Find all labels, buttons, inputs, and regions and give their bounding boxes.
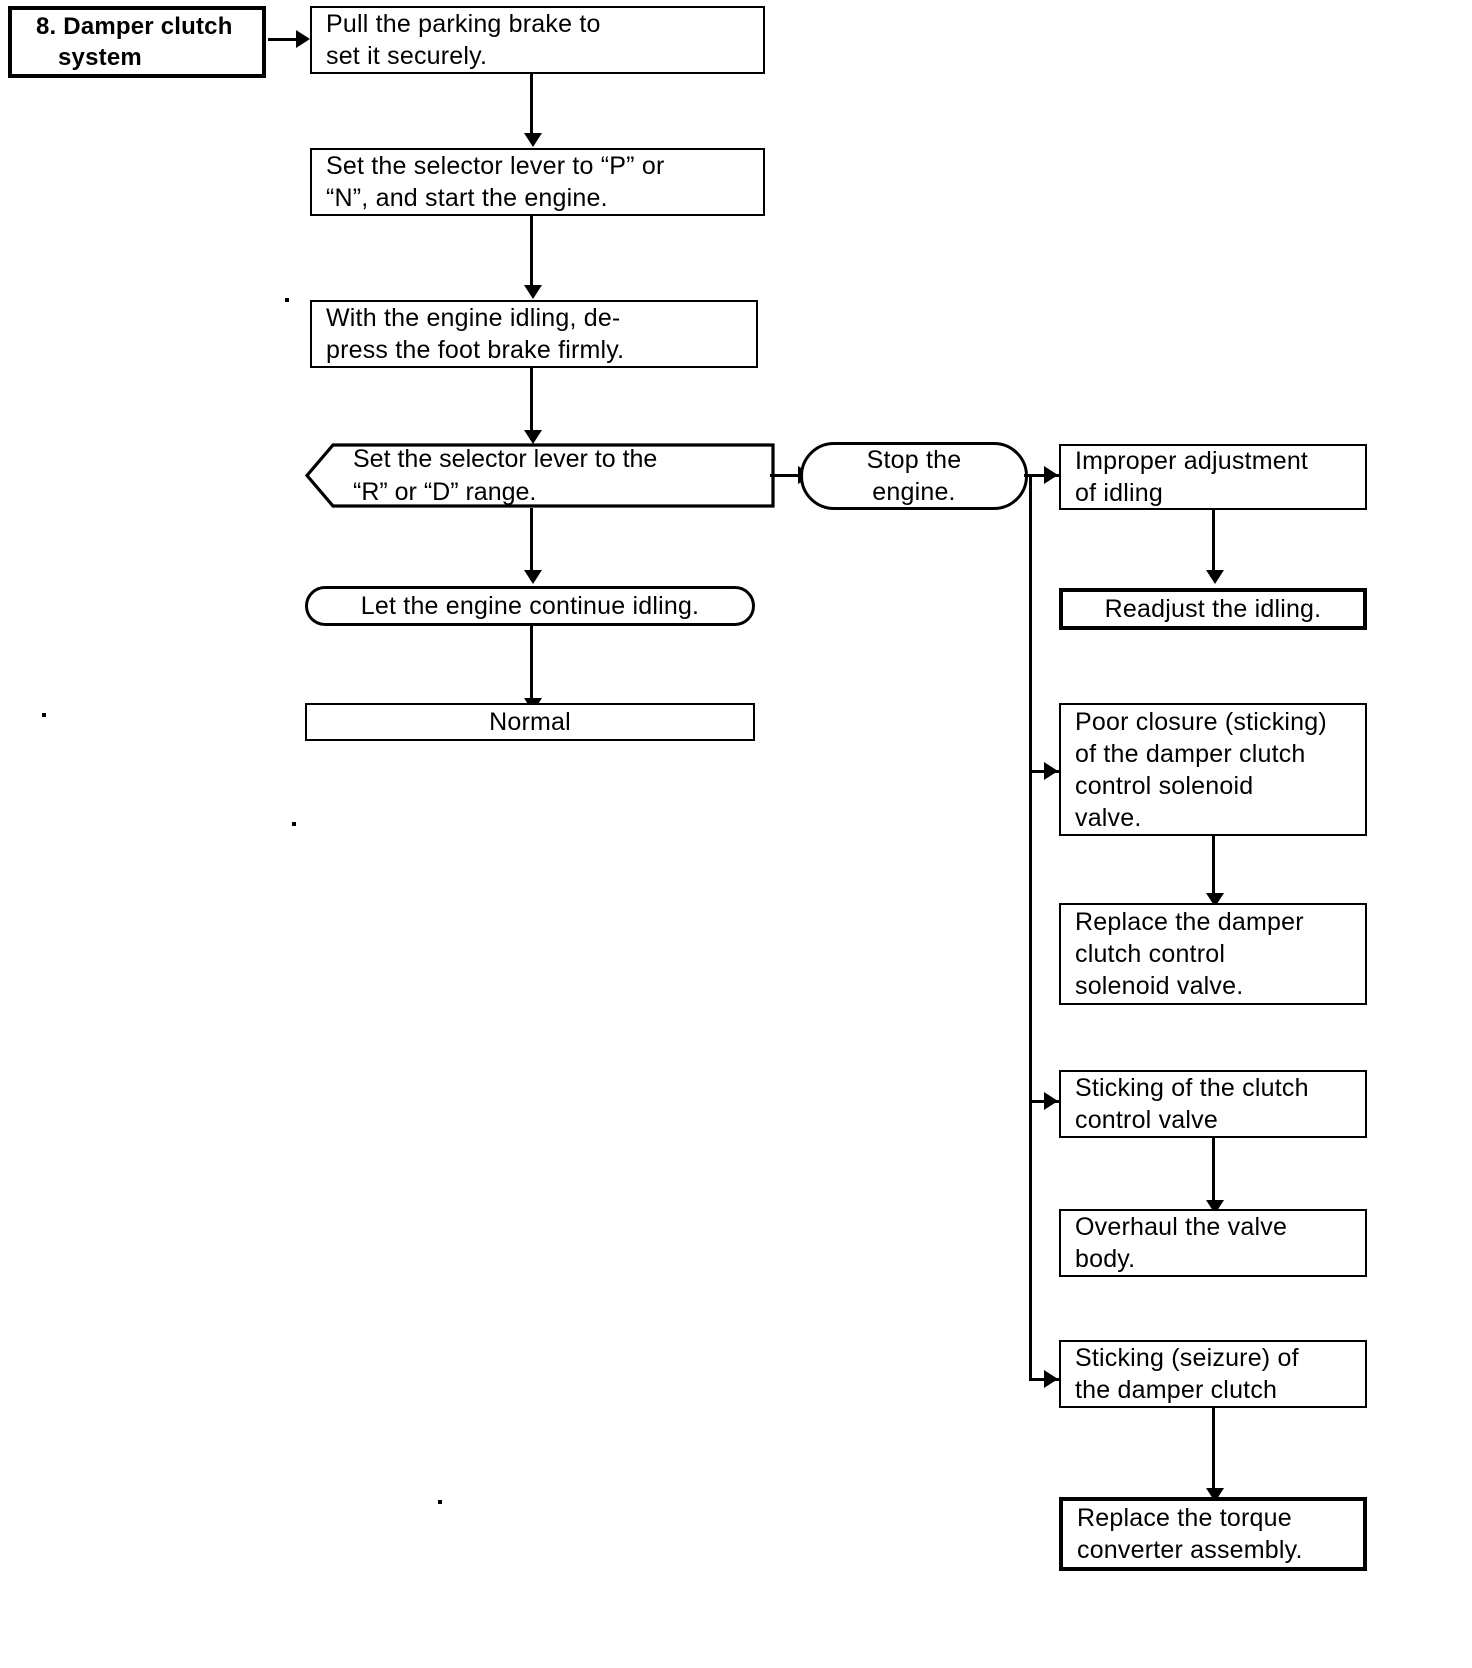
connector-step3-to-step4 xyxy=(530,368,533,440)
scan-speck-left-upper xyxy=(285,298,289,302)
step-set-selector-p-n: Set the selector lever to “P” or “N”, an… xyxy=(310,148,765,216)
arrowhead-title-to-step1 xyxy=(296,30,310,48)
arrowhead-step1-to-step2 xyxy=(524,133,542,147)
result-normal-text: Normal xyxy=(489,708,571,736)
remedy-replace-torque-converter: Replace the torque converter assembly. xyxy=(1059,1497,1367,1571)
diagram-title-line2: system xyxy=(58,44,142,71)
remedy-readjust-the-idling: Readjust the idling. xyxy=(1059,588,1367,630)
connector-step5-to-normal xyxy=(530,626,533,708)
arrowhead-step4-to-step5 xyxy=(524,570,542,584)
connector-cause3-to-remedy3 xyxy=(1212,1138,1215,1208)
remedy-replace-solenoid-valve: Replace the damper clutch control soleno… xyxy=(1059,903,1367,1005)
arrowhead-bus-to-cause3 xyxy=(1044,1092,1058,1110)
arrowhead-cause1-to-remedy1 xyxy=(1206,570,1224,584)
fault-sticking-clutch-control-valve-text: Sticking of the clutch control valve xyxy=(1075,1074,1309,1134)
step-set-selector-r-d: Set the selector lever to the “R” or “D”… xyxy=(305,443,775,508)
connector-title-to-step1 xyxy=(268,38,302,41)
scan-speck-mid-upper xyxy=(292,822,296,826)
step-stop-engine: Stop the engine. xyxy=(800,442,1028,510)
step-engine-idling-foot-brake-text: With the engine idling, de- press the fo… xyxy=(326,304,625,364)
step-set-selector-p-n-text: Set the selector lever to “P” or “N”, an… xyxy=(326,152,665,212)
connector-cause2-to-remedy2 xyxy=(1212,836,1215,900)
step-pull-parking-brake: Pull the parking brake to set it securel… xyxy=(310,6,765,74)
connector-cause4-to-remedy4 xyxy=(1212,1408,1215,1496)
arrowhead-step2-to-step3 xyxy=(524,285,542,299)
diagram-title-text: 8. Damper clutch system xyxy=(26,0,254,104)
diagram-title-line1: 8. Damper clutch xyxy=(36,12,233,40)
remedy-replace-solenoid-valve-text: Replace the damper clutch control soleno… xyxy=(1075,908,1304,1000)
step-pull-parking-brake-text: Pull the parking brake to set it securel… xyxy=(326,10,601,70)
connector-step4-to-step5 xyxy=(530,508,533,580)
scan-speck-mid-lower xyxy=(438,1500,442,1504)
scan-speck-left-lower xyxy=(42,713,46,717)
fault-poor-closure-solenoid-valve-text: Poor closure (sticking) of the damper cl… xyxy=(1075,707,1327,832)
step-set-selector-r-d-text: Set the selector lever to the “R” or “D”… xyxy=(353,445,658,506)
fault-improper-adjustment-of-idling: Improper adjustment of idling xyxy=(1059,444,1367,510)
step-set-selector-r-d-label: Set the selector lever to the “R” or “D”… xyxy=(305,443,775,508)
fault-poor-closure-solenoid-valve: Poor closure (sticking) of the damper cl… xyxy=(1059,703,1367,836)
arrowhead-bus-to-cause1 xyxy=(1044,466,1058,484)
fault-sticking-clutch-control-valve: Sticking of the clutch control valve xyxy=(1059,1070,1367,1138)
arrowhead-bus-to-cause2 xyxy=(1044,762,1058,780)
fault-improper-adjustment-of-idling-text: Improper adjustment of idling xyxy=(1075,447,1309,507)
connector-cause1-to-remedy1 xyxy=(1212,510,1215,578)
remedy-readjust-the-idling-text: Readjust the idling. xyxy=(1104,595,1322,623)
hexagon-outline-icon xyxy=(305,443,775,508)
diagram-title-box: 8. Damper clutch system xyxy=(8,6,266,78)
result-normal: Normal xyxy=(305,703,755,741)
connector-step2-to-step3 xyxy=(530,216,533,294)
arrowhead-bus-to-cause4 xyxy=(1044,1370,1058,1388)
connector-step4-to-stop xyxy=(770,474,804,477)
step-stop-engine-text: Stop the engine. xyxy=(866,446,962,506)
fault-sticking-seizure-damper-clutch: Sticking (seizure) of the damper clutch xyxy=(1059,1340,1367,1408)
fault-bus-vertical xyxy=(1029,474,1032,1381)
remedy-overhaul-valve-body: Overhaul the valve body. xyxy=(1059,1209,1367,1277)
arrowhead-step3-to-step4 xyxy=(524,430,542,444)
step-let-engine-idle: Let the engine continue idling. xyxy=(305,586,755,626)
step-engine-idling-foot-brake: With the engine idling, de- press the fo… xyxy=(310,300,758,368)
remedy-replace-torque-converter-text: Replace the torque converter assembly. xyxy=(1077,1504,1303,1564)
step-let-engine-idle-text: Let the engine continue idling. xyxy=(360,592,700,620)
fault-sticking-seizure-damper-clutch-text: Sticking (seizure) of the damper clutch xyxy=(1075,1344,1299,1404)
connector-step1-to-step2 xyxy=(530,74,533,142)
remedy-overhaul-valve-body-text: Overhaul the valve body. xyxy=(1075,1213,1288,1273)
